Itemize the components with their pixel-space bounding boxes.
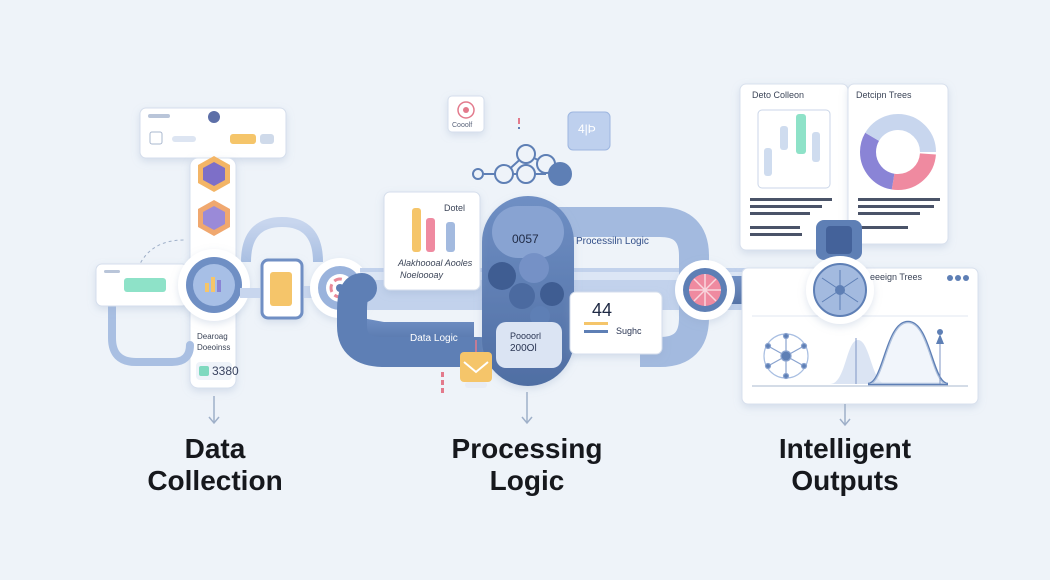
metric-card [569, 291, 663, 355]
lower-code-2: 200Ol [510, 343, 537, 354]
chart-card-title: Dotel [444, 203, 466, 213]
pipe-value: 0057 [512, 232, 539, 246]
output-card-collection-title: Deto Colleon [752, 90, 805, 100]
stage-title-collection-line1: Data [184, 433, 246, 464]
chart-bar-yellow [412, 208, 421, 252]
radial-network-icon [763, 332, 809, 380]
collection-column [95, 107, 370, 425]
collection-counter: 3380 [212, 364, 239, 378]
chart-bar-pink [426, 218, 435, 252]
dots-column [441, 372, 444, 393]
device-label-2: Doeoinss [197, 343, 231, 352]
stage-title-collection: Data Collection [112, 433, 318, 497]
stage-title-processing-line2: Logic [489, 465, 565, 496]
stage-title-collection-line2: Collection [147, 465, 283, 496]
stage-title-outputs-line2: Outputs [791, 465, 899, 496]
bell-curve-plot [830, 320, 949, 386]
metric-value: 44 [592, 300, 613, 320]
chart-bar-blue [446, 222, 455, 252]
output-panel-title: eeeign Trees [870, 272, 923, 282]
target-caption: Cooolf [452, 122, 473, 129]
metric-label: Sughc [616, 326, 642, 336]
teal-counter-chip [199, 366, 209, 376]
stage-title-outputs: Intelligent Outputs [740, 433, 950, 497]
envelope-icon [460, 340, 492, 388]
output-card-trees-title: Detcipn Trees [856, 90, 912, 100]
yellow-chip [230, 134, 256, 144]
stage-title-processing: Processing Logic [422, 433, 632, 497]
data-logic-label: Data Logic [410, 333, 458, 344]
donut-chart [860, 114, 936, 190]
status-dot [208, 111, 220, 123]
code-icon: 4|Þ [578, 122, 596, 136]
processing-logic-label: Processiln Logic [576, 236, 649, 247]
code-icon-tile [567, 111, 611, 151]
chart-card-caption-1: Alakhoooal Aooles [398, 258, 473, 268]
device-label-1: Dearoag [197, 332, 228, 341]
stage-title-processing-line1: Processing [451, 433, 603, 464]
stage-title-outputs-line1: Intelligent [778, 433, 912, 464]
outputs-column [675, 83, 979, 427]
teal-bar [796, 114, 806, 154]
network-graph-icon [472, 144, 572, 186]
lower-code-1: Poooorl [510, 331, 542, 341]
chart-card-caption-2: Noeloooay [400, 270, 444, 280]
target-icon-card [447, 95, 485, 133]
